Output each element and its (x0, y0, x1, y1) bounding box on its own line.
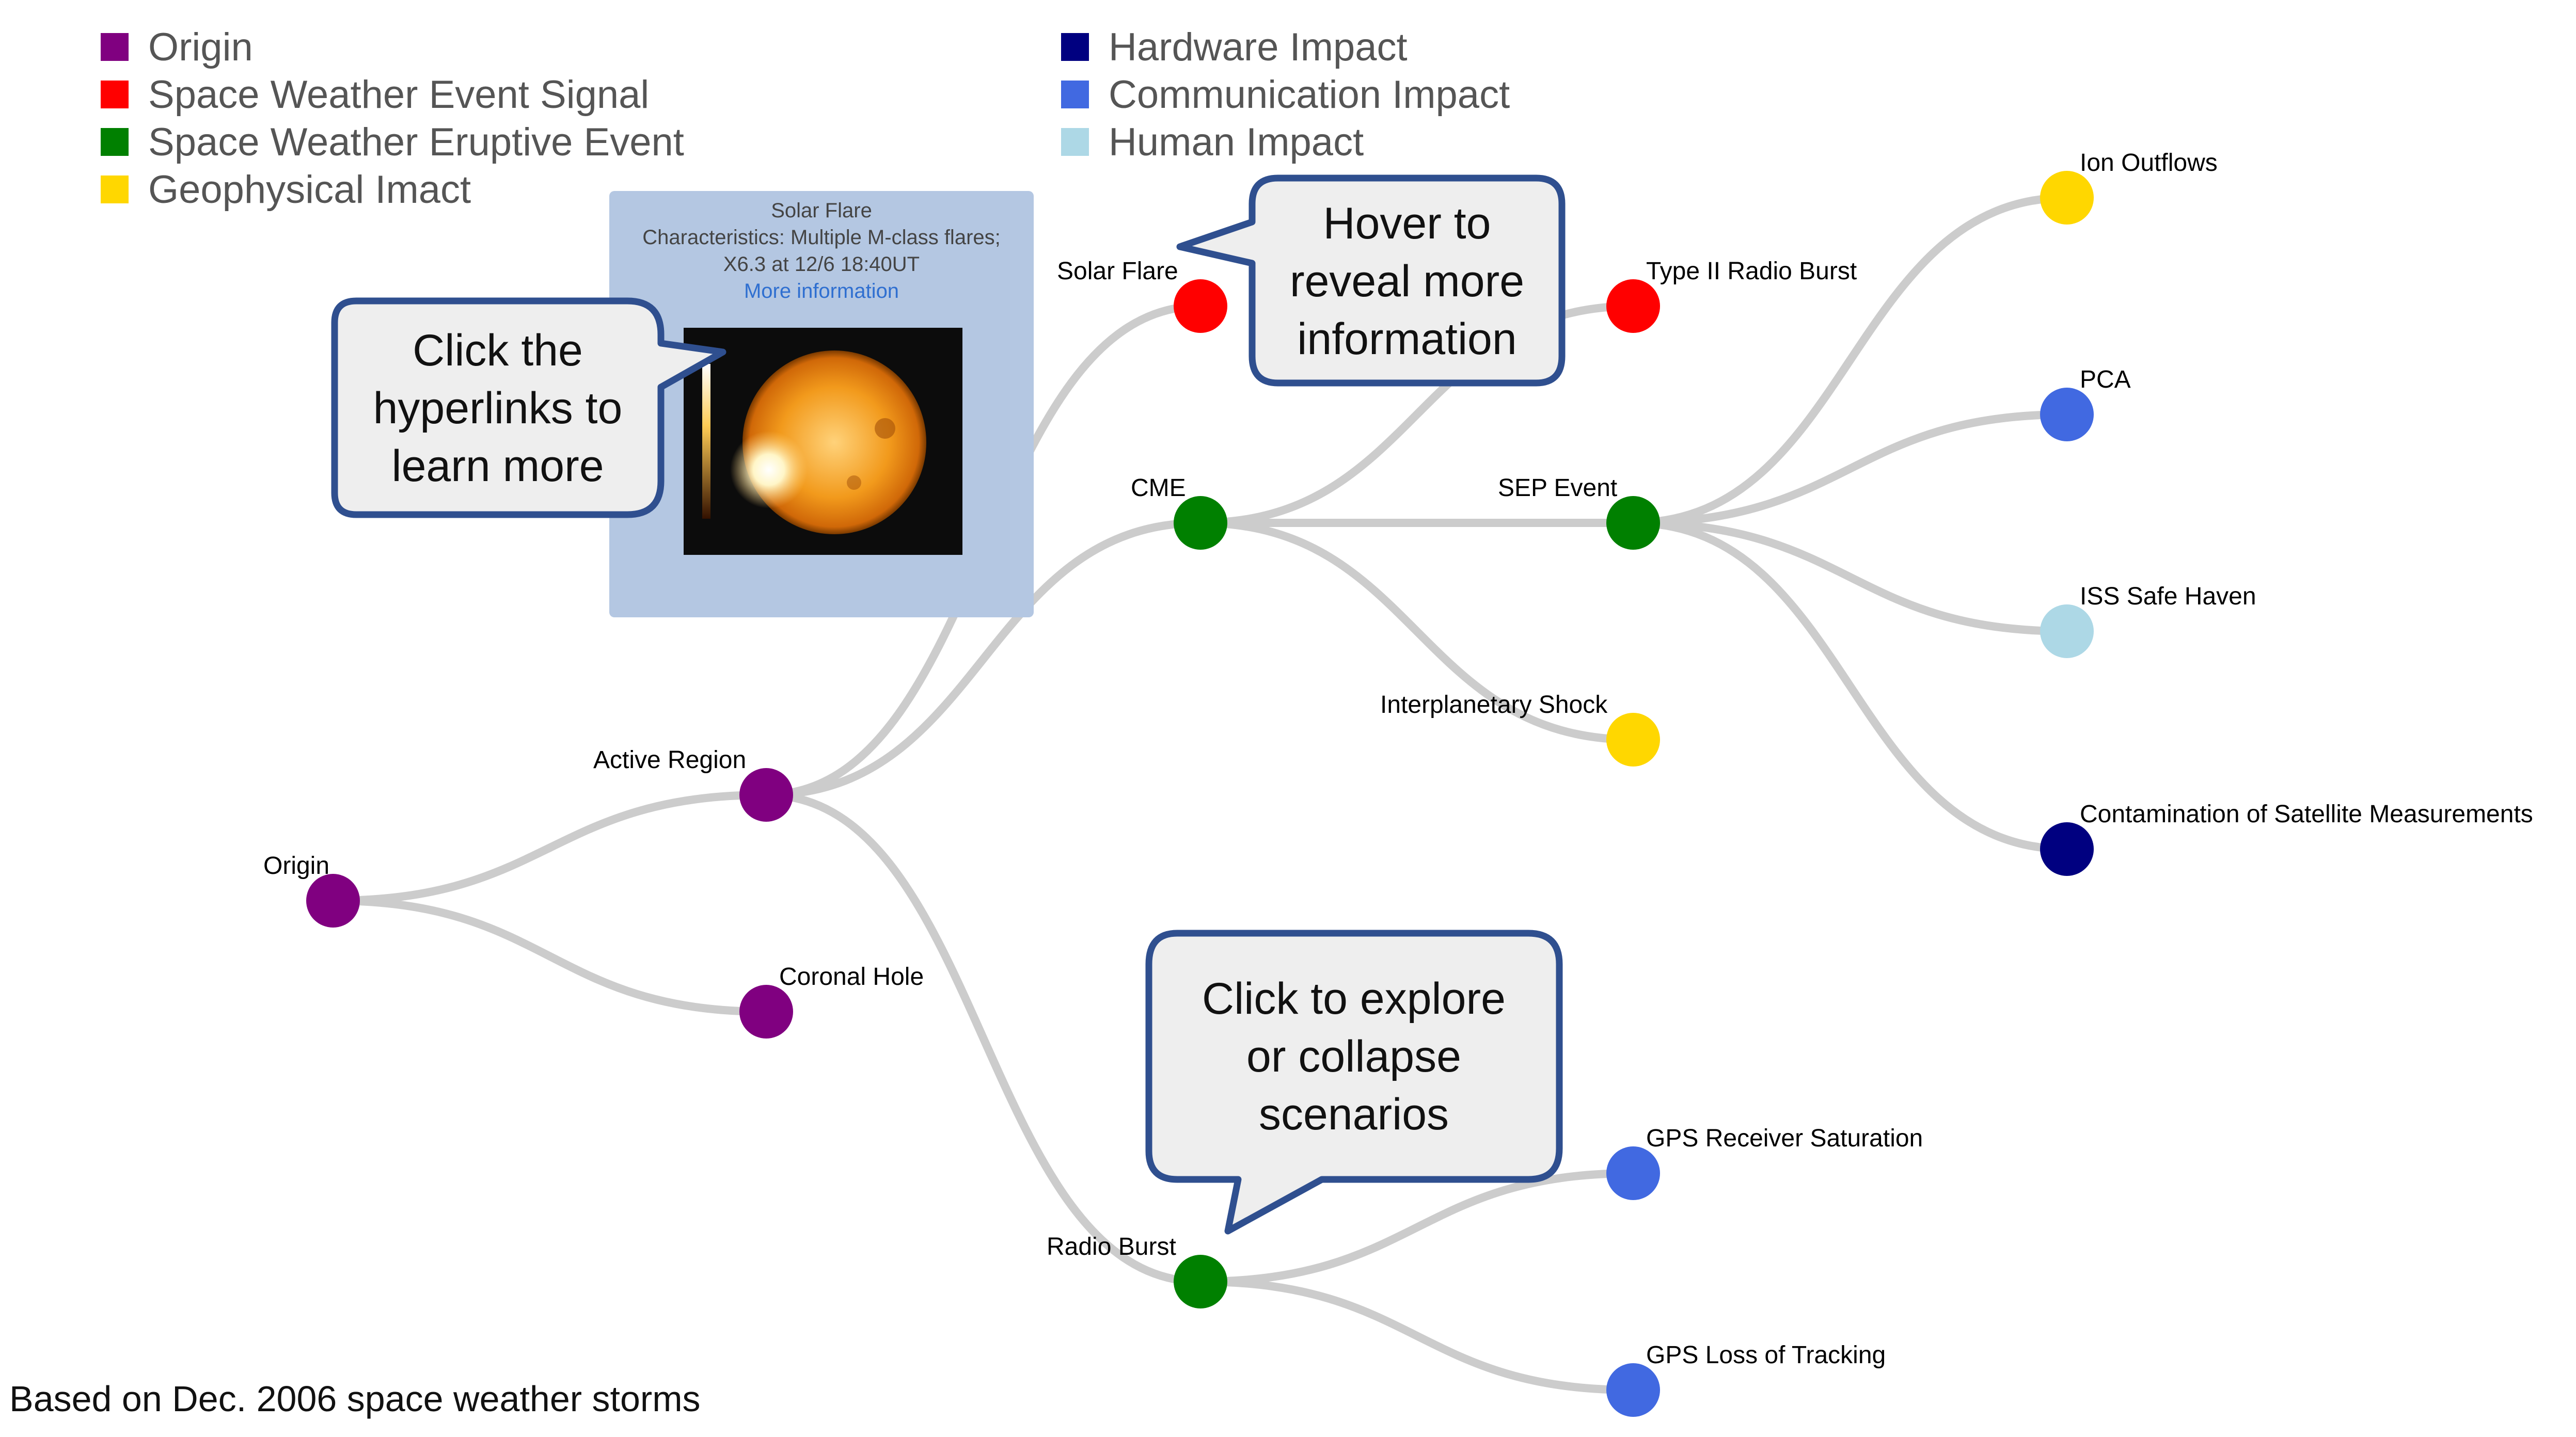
solar-flare-image (684, 328, 962, 555)
legend-item-event-signal: Space Weather Event Signal (101, 71, 684, 118)
edge-origin-active_region (333, 791, 767, 905)
node-label: CME (1131, 474, 1186, 502)
node-label: Coronal Hole (779, 963, 924, 991)
node-circle[interactable] (1606, 1363, 1660, 1417)
node-label: PCA (2080, 366, 2131, 393)
node-label: GPS Receiver Saturation (1646, 1125, 1923, 1152)
node-cme[interactable]: CME (1131, 474, 1227, 550)
node-circle[interactable] (2040, 822, 2094, 876)
more-information-link[interactable]: More information (744, 280, 899, 302)
legend-label: Origin (148, 25, 253, 69)
node-label: Origin (263, 852, 329, 880)
legend-item-geophysical: Geophysical Imact (101, 166, 684, 213)
node-circle[interactable] (2040, 171, 2094, 225)
node-circle[interactable] (1174, 496, 1227, 550)
legend-right: Hardware Impact Communication Impact Hum… (1061, 23, 1510, 166)
node-active-region[interactable]: Active Region (593, 746, 793, 822)
caption: Based on Dec. 2006 space weather storms (9, 1379, 701, 1419)
node-label: Active Region (593, 746, 746, 774)
tooltip-title: Solar Flare (771, 199, 872, 222)
node-type2[interactable]: Type II Radio Burst (1606, 258, 1857, 333)
node-circle[interactable] (306, 874, 360, 928)
node-origin[interactable]: Origin (263, 852, 360, 928)
node-shock[interactable]: Interplanetary Shock (1380, 691, 1660, 767)
edge-sep-contam (1633, 519, 2067, 853)
legend-left: Origin Space Weather Event Signal Space … (101, 23, 684, 213)
node-label: Radio Burst (1047, 1233, 1176, 1260)
node-pca[interactable]: PCA (2040, 366, 2131, 441)
node-gps-loss[interactable]: GPS Loss of Tracking (1606, 1342, 1886, 1417)
edge-cme-shock (1200, 519, 1634, 744)
legend-swatch (101, 128, 129, 156)
tooltip-date: X6.3 at 12/6 18:40UT (723, 253, 920, 276)
node-circle[interactable] (1606, 1146, 1660, 1200)
legend-item-hardware: Hardware Impact (1061, 23, 1510, 71)
edge-active_region-radio_burst (766, 791, 1201, 1286)
legend-item-eruptive-event: Space Weather Eruptive Event (101, 118, 684, 166)
node-circle[interactable] (739, 985, 793, 1039)
tooltip-characteristics: Characteristics: Multiple M-class flares… (642, 226, 1001, 249)
legend-swatch (1061, 81, 1089, 108)
legend-swatch (101, 81, 129, 108)
node-label: SEP Event (1498, 474, 1617, 502)
sun-image-icon (684, 328, 962, 555)
edge-radio_burst-gps_sat (1200, 1169, 1634, 1286)
legend-label: Hardware Impact (1109, 25, 1408, 69)
node-circle[interactable] (1606, 496, 1660, 550)
edge-sep-iss (1633, 519, 2067, 635)
legend-label: Space Weather Eruptive Event (148, 120, 684, 164)
node-label: Solar Flare (1057, 258, 1178, 285)
legend-swatch (101, 33, 129, 61)
node-circle[interactable] (1606, 279, 1660, 333)
node-label: Interplanetary Shock (1380, 691, 1608, 718)
edge-sep-ion (1633, 194, 2067, 527)
solar-flare-tooltip: Solar Flare Characteristics: Multiple M-… (609, 191, 1034, 617)
node-label: ISS Safe Haven (2080, 583, 2256, 610)
node-label: Contamination of Satellite Measurements (2080, 801, 2533, 828)
node-label: Type II Radio Burst (1646, 258, 1857, 285)
node-ion[interactable]: Ion Outflows (2040, 149, 2218, 225)
node-radio-burst[interactable]: Radio Burst (1047, 1233, 1227, 1308)
legend-label: Communication Impact (1109, 72, 1510, 117)
legend-swatch (101, 175, 129, 203)
node-sep[interactable]: SEP Event (1498, 474, 1660, 550)
node-iss[interactable]: ISS Safe Haven (2040, 583, 2256, 658)
legend-swatch (1061, 128, 1089, 156)
legend-item-communication: Communication Impact (1061, 71, 1510, 118)
node-gps-sat[interactable]: GPS Receiver Saturation (1606, 1125, 1923, 1200)
legend-label: Geophysical Imact (148, 167, 471, 212)
node-circle[interactable] (2040, 604, 2094, 658)
legend-label: Space Weather Event Signal (148, 72, 650, 117)
node-contam[interactable]: Contamination of Satellite Measurements (2040, 801, 2533, 876)
node-label: Ion Outflows (2080, 149, 2218, 177)
node-circle[interactable] (2040, 388, 2094, 441)
edge-origin-coronal_hole (333, 897, 767, 1016)
edge-radio_burst-gps_loss (1200, 1278, 1634, 1394)
legend-item-human: Human Impact (1061, 118, 1510, 166)
node-circle[interactable] (1606, 713, 1660, 767)
node-circle[interactable] (1174, 279, 1227, 333)
legend-item-origin: Origin (101, 23, 684, 71)
node-label: GPS Loss of Tracking (1646, 1342, 1886, 1369)
node-circle[interactable] (1174, 1255, 1227, 1308)
node-circle[interactable] (739, 768, 793, 822)
legend-swatch (1061, 33, 1089, 61)
edge-active_region-cme (766, 519, 1201, 799)
node-coronal-hole[interactable]: Coronal Hole (739, 963, 924, 1039)
tree-edges (333, 194, 2067, 1394)
legend-label: Human Impact (1109, 120, 1364, 164)
edge-sep-pca (1633, 410, 2067, 527)
